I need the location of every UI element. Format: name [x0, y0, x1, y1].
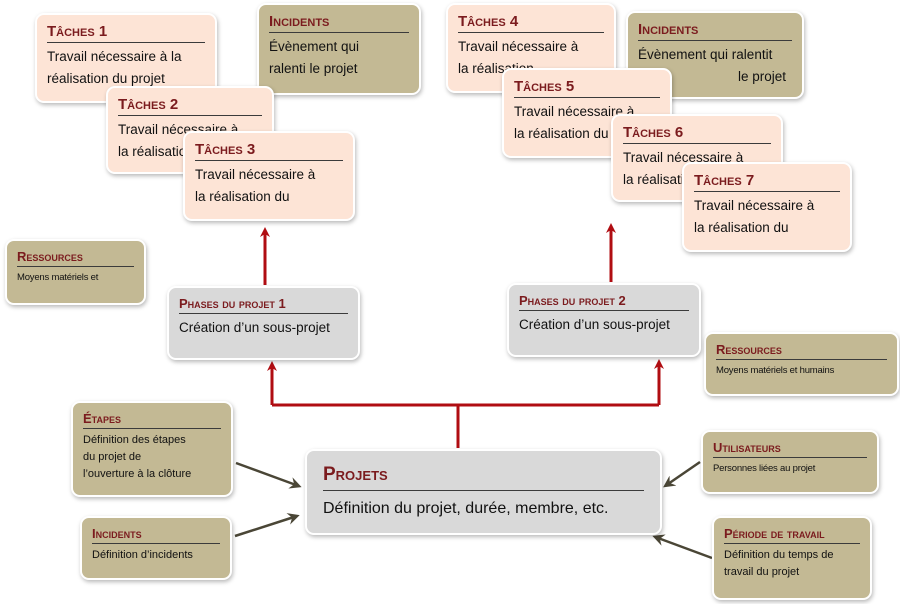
tache-5-line-2: la réalisation du — [514, 126, 609, 141]
periode-line-1: Définition du temps de — [724, 549, 834, 561]
projets-card: Projets Définition du projet, durée, mem… — [305, 449, 662, 535]
incidents-top-right-line-1: Évènement qui ralentit — [638, 47, 773, 62]
tache-3-title: Tâches 3 — [195, 141, 343, 161]
tache-7-line-2: la réalisation du — [694, 220, 789, 235]
ressources-left-title: Ressources — [17, 249, 134, 267]
periode-card: Période de travail Définition du temps d… — [712, 516, 872, 600]
ressources-right-card: Ressources Moyens matériels et humains — [704, 332, 899, 396]
phase-2-title: Phases du projet 2 — [519, 293, 689, 311]
periode-line-2: travail du projet — [724, 566, 800, 578]
utilisateurs-title: Utilisateurs — [713, 440, 867, 458]
tache-6-line-2: la réalisation — [623, 172, 699, 187]
incidents-top-right-line-2: le projet — [738, 69, 787, 84]
tache-4-line-1: Travail nécessaire à — [458, 39, 579, 54]
etapes-line-1: Définition des étapes — [83, 434, 186, 446]
incidents-bottom-card: Incidents Définition d’incidents — [80, 516, 232, 580]
periode-title: Période de travail — [724, 526, 860, 544]
utilisateurs-text: Personnes liées au projet — [713, 463, 816, 474]
tache-1-title: Tâches 1 — [47, 23, 205, 43]
etapes-line-2: du projet de — [83, 451, 142, 463]
tache-5-line-1: Travail nécessaire à — [514, 104, 635, 119]
phase-2-card: Phases du projet 2 Création d’un sous-pr… — [507, 283, 701, 357]
incidents-top-left-title: Incidents — [269, 13, 409, 33]
tache-2-line-2: la réalisation — [118, 144, 194, 159]
tache-3-card: Tâches 3 Travail nécessaire à la réalisa… — [183, 131, 355, 221]
ressources-left-card: Ressources Moyens matériels et — [5, 239, 146, 305]
ressources-right-text: Moyens matériels et humains — [716, 365, 835, 376]
tache-5-title: Tâches 5 — [514, 78, 660, 98]
tache-4-title: Tâches 4 — [458, 13, 604, 33]
arrow-utilisateurs-to-projets — [663, 460, 701, 488]
phase-2-text: Création d’un sous-projet — [519, 317, 670, 332]
tache-1-line-2: réalisation du projet — [47, 71, 165, 86]
etapes-line-3: l’ouverture à la clôture — [83, 468, 192, 480]
incidents-top-left-line-2: ralenti le projet — [269, 61, 358, 76]
arrow-periode-to-projets — [652, 534, 713, 560]
incidents-bottom-title: Incidents — [92, 526, 220, 544]
ressources-right-title: Ressources — [716, 342, 887, 360]
phase-1-title: Phases du projet 1 — [179, 296, 348, 314]
arrow-etapes-to-projets — [235, 461, 302, 489]
tache-7-line-1: Travail nécessaire à — [694, 198, 815, 213]
utilisateurs-card: Utilisateurs Personnes liées au projet — [701, 430, 879, 494]
incidents-top-left-card: Incidents Évènement qui ralenti le proje… — [257, 3, 421, 95]
phase-1-text: Création d’un sous-projet — [179, 320, 330, 335]
projets-title: Projets — [323, 463, 644, 491]
tache-7-card: Tâches 7 Travail nécessaire à la réalisa… — [682, 162, 852, 252]
tache-6-line-1: Travail nécessaire à — [623, 150, 744, 165]
incidents-bottom-text: Définition d’incidents — [92, 549, 193, 561]
tache-3-line-1: Travail nécessaire à — [195, 167, 316, 182]
etapes-title: Étapes — [83, 411, 221, 429]
tache-3-line-2: la réalisation du — [195, 189, 290, 204]
ressources-left-text: Moyens matériels et — [17, 272, 99, 283]
incidents-top-left-line-1: Évènement qui — [269, 39, 360, 54]
etapes-card: Étapes Définition des étapes du projet d… — [71, 401, 233, 497]
projets-text: Définition du projet, durée, membre, etc… — [323, 500, 609, 517]
arrow-incidents-to-projets — [234, 513, 300, 538]
incidents-top-right-title: Incidents — [638, 21, 792, 41]
tache-1-line-1: Travail nécessaire à la — [47, 49, 182, 64]
tache-7-title: Tâches 7 — [694, 172, 840, 192]
tache-6-title: Tâches 6 — [623, 124, 771, 144]
tache-2-title: Tâches 2 — [118, 96, 262, 116]
phase-1-card: Phases du projet 1 Création d’un sous-pr… — [167, 286, 360, 360]
